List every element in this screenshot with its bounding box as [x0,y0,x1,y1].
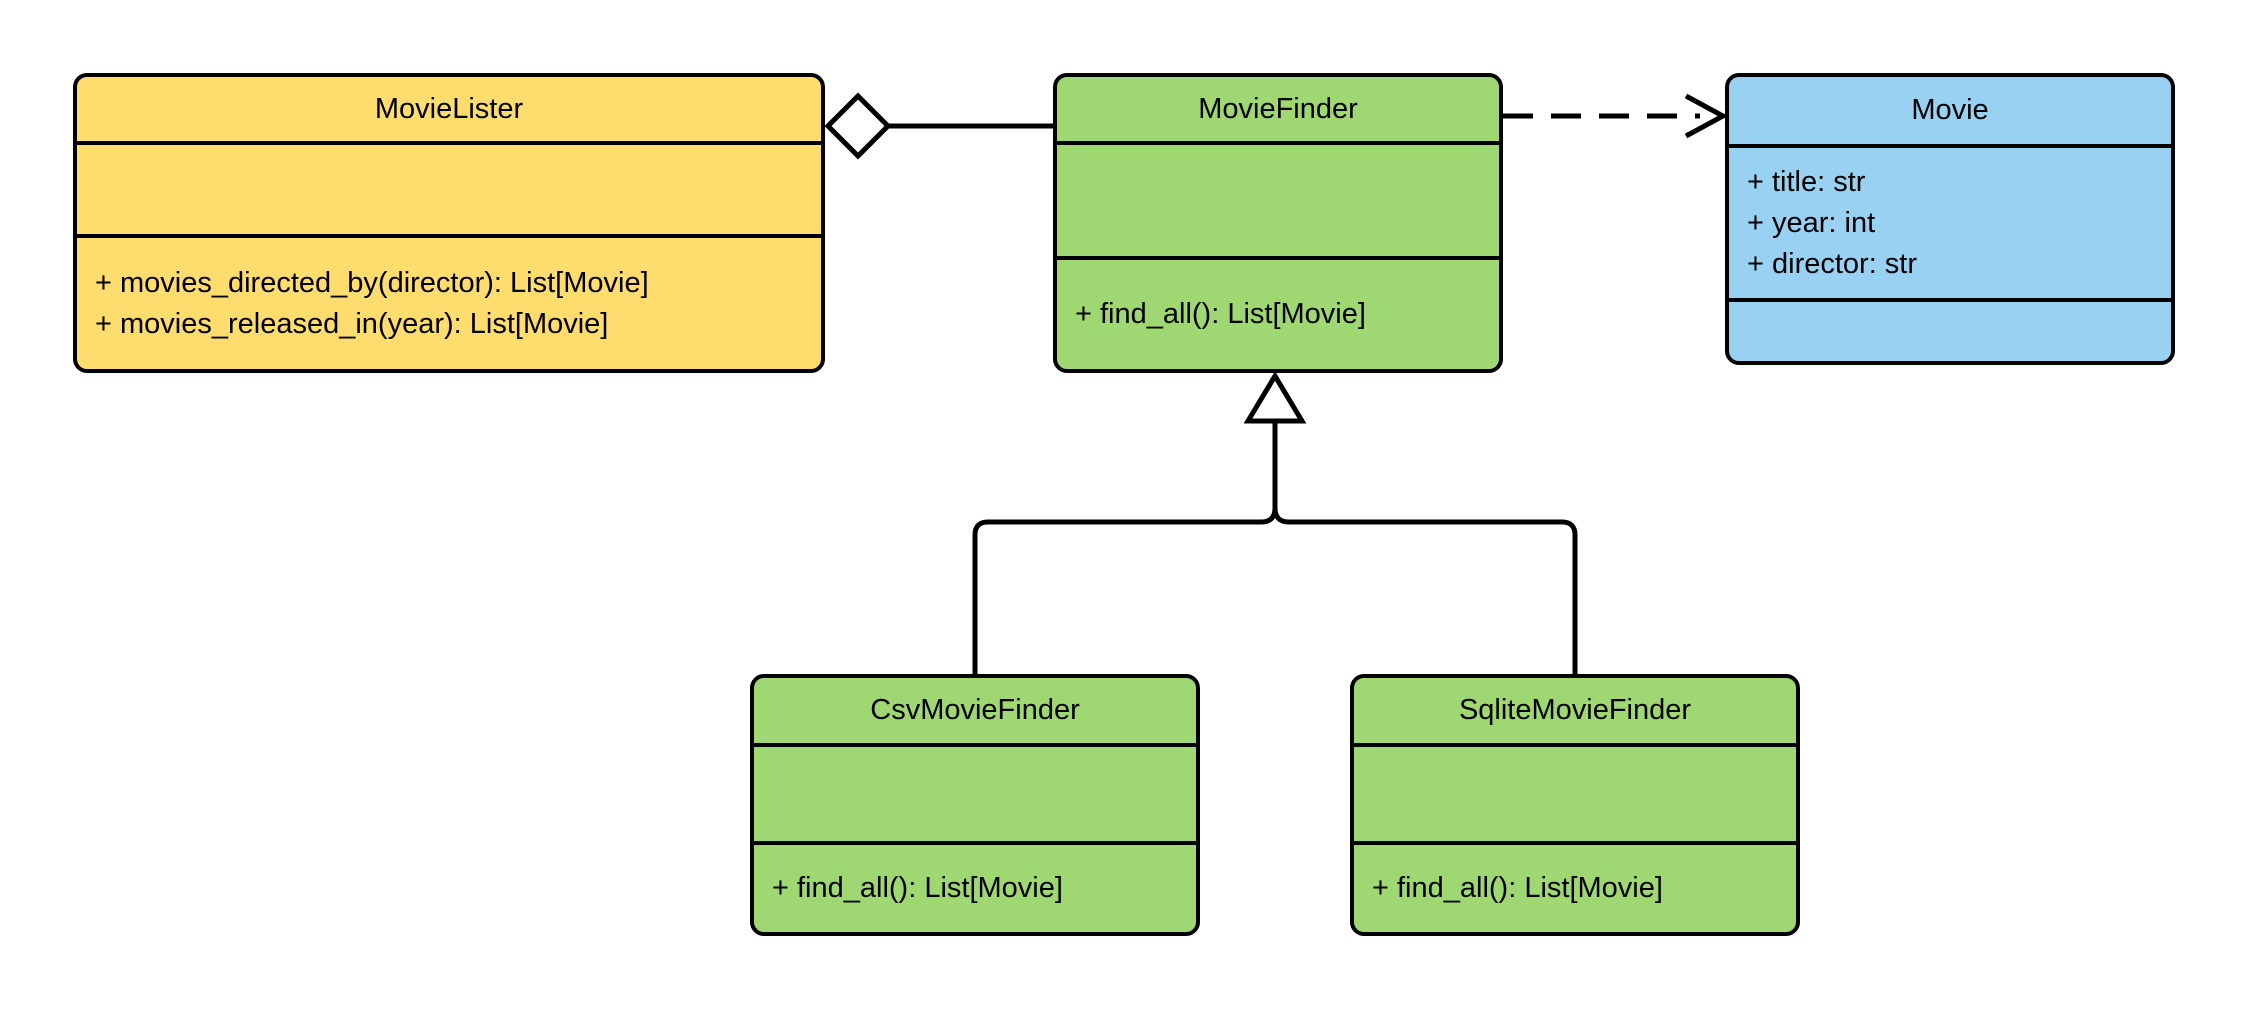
dependency-open-arrowhead-icon [1684,93,1729,139]
generalization-triangle-icon [1243,371,1307,424]
method-label: + find_all(): List[Movie] [1372,872,1663,904]
method-label: + find_all(): List[Movie] [1075,298,1366,330]
class-title-moviefinder: MovieFinder [1057,77,1499,145]
class-box-movie[interactable]: Movie + title: str + year: int + directo… [1725,73,2175,365]
attribute-label: + year: int [1747,206,1876,239]
class-box-moviefinder[interactable]: MovieFinder + find_all(): List[Movie] [1053,73,1503,373]
class-title-sqlitemoviefinder: SqliteMovieFinder [1354,678,1796,747]
class-box-csvmoviefinder[interactable]: CsvMovieFinder + find_all(): List[Movie] [750,674,1200,936]
class-attributes-sqlitemoviefinder [1354,747,1796,845]
class-title-movie: Movie [1729,77,2171,148]
class-methods-movielister: + movies_directed_by(director): List[Mov… [77,238,821,369]
class-methods-movie [1729,302,2171,361]
class-methods-moviefinder: + find_all(): List[Movie] [1057,260,1499,369]
class-attributes-movielister [77,145,821,238]
generalization-branch-right [1272,423,1578,674]
method-label: + movies_released_in(year): List[Movie] [95,307,609,340]
class-attributes-movie: + title: str + year: int + director: str [1729,148,2171,302]
class-title-movielister: MovieLister [77,77,821,145]
class-attributes-csvmoviefinder [754,747,1196,845]
class-methods-csvmoviefinder: + find_all(): List[Movie] [754,845,1196,932]
class-methods-sqlitemoviefinder: + find_all(): List[Movie] [1354,845,1796,932]
class-box-sqlitemoviefinder[interactable]: SqliteMovieFinder + find_all(): List[Mov… [1350,674,1800,936]
class-box-movielister[interactable]: MovieLister + movies_directed_by(directo… [73,73,825,373]
aggregation-diamond-icon [824,92,892,160]
class-attributes-moviefinder [1057,145,1499,260]
attribute-label: + title: str [1747,165,1866,198]
attribute-label: + director: str [1747,247,1918,280]
method-label: + find_all(): List[Movie] [772,872,1063,904]
generalization-branch-left [972,423,1278,674]
class-title-csvmoviefinder: CsvMovieFinder [754,678,1196,747]
method-label: + movies_directed_by(director): List[Mov… [95,266,649,299]
